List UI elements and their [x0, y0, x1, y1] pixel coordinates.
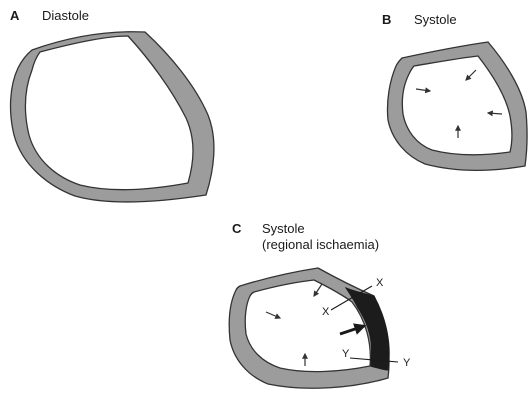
- panel-b-systole: B Systole: [382, 12, 527, 170]
- panel-b-letter: B: [382, 12, 391, 27]
- panel-c-title-line1: Systole: [262, 221, 305, 236]
- panel-c-label-y-outer: Y: [403, 357, 411, 369]
- panel-c-label-x-outer: X: [376, 277, 384, 289]
- panel-a-title: Diastole: [42, 8, 89, 23]
- panel-c-label-x-inner: X: [322, 306, 330, 318]
- panel-c-title-line2: (regional ischaemia): [262, 237, 379, 252]
- panel-b-title: Systole: [414, 12, 457, 27]
- panel-c-regional-ischaemia: C Systole (regional ischaemia) X X Y Y: [229, 221, 411, 388]
- panel-c-letter: C: [232, 221, 242, 236]
- panel-a-diastole: A Diastole: [10, 8, 214, 202]
- panel-a-letter: A: [10, 8, 20, 23]
- panel-c-label-y-inner: Y: [342, 348, 350, 360]
